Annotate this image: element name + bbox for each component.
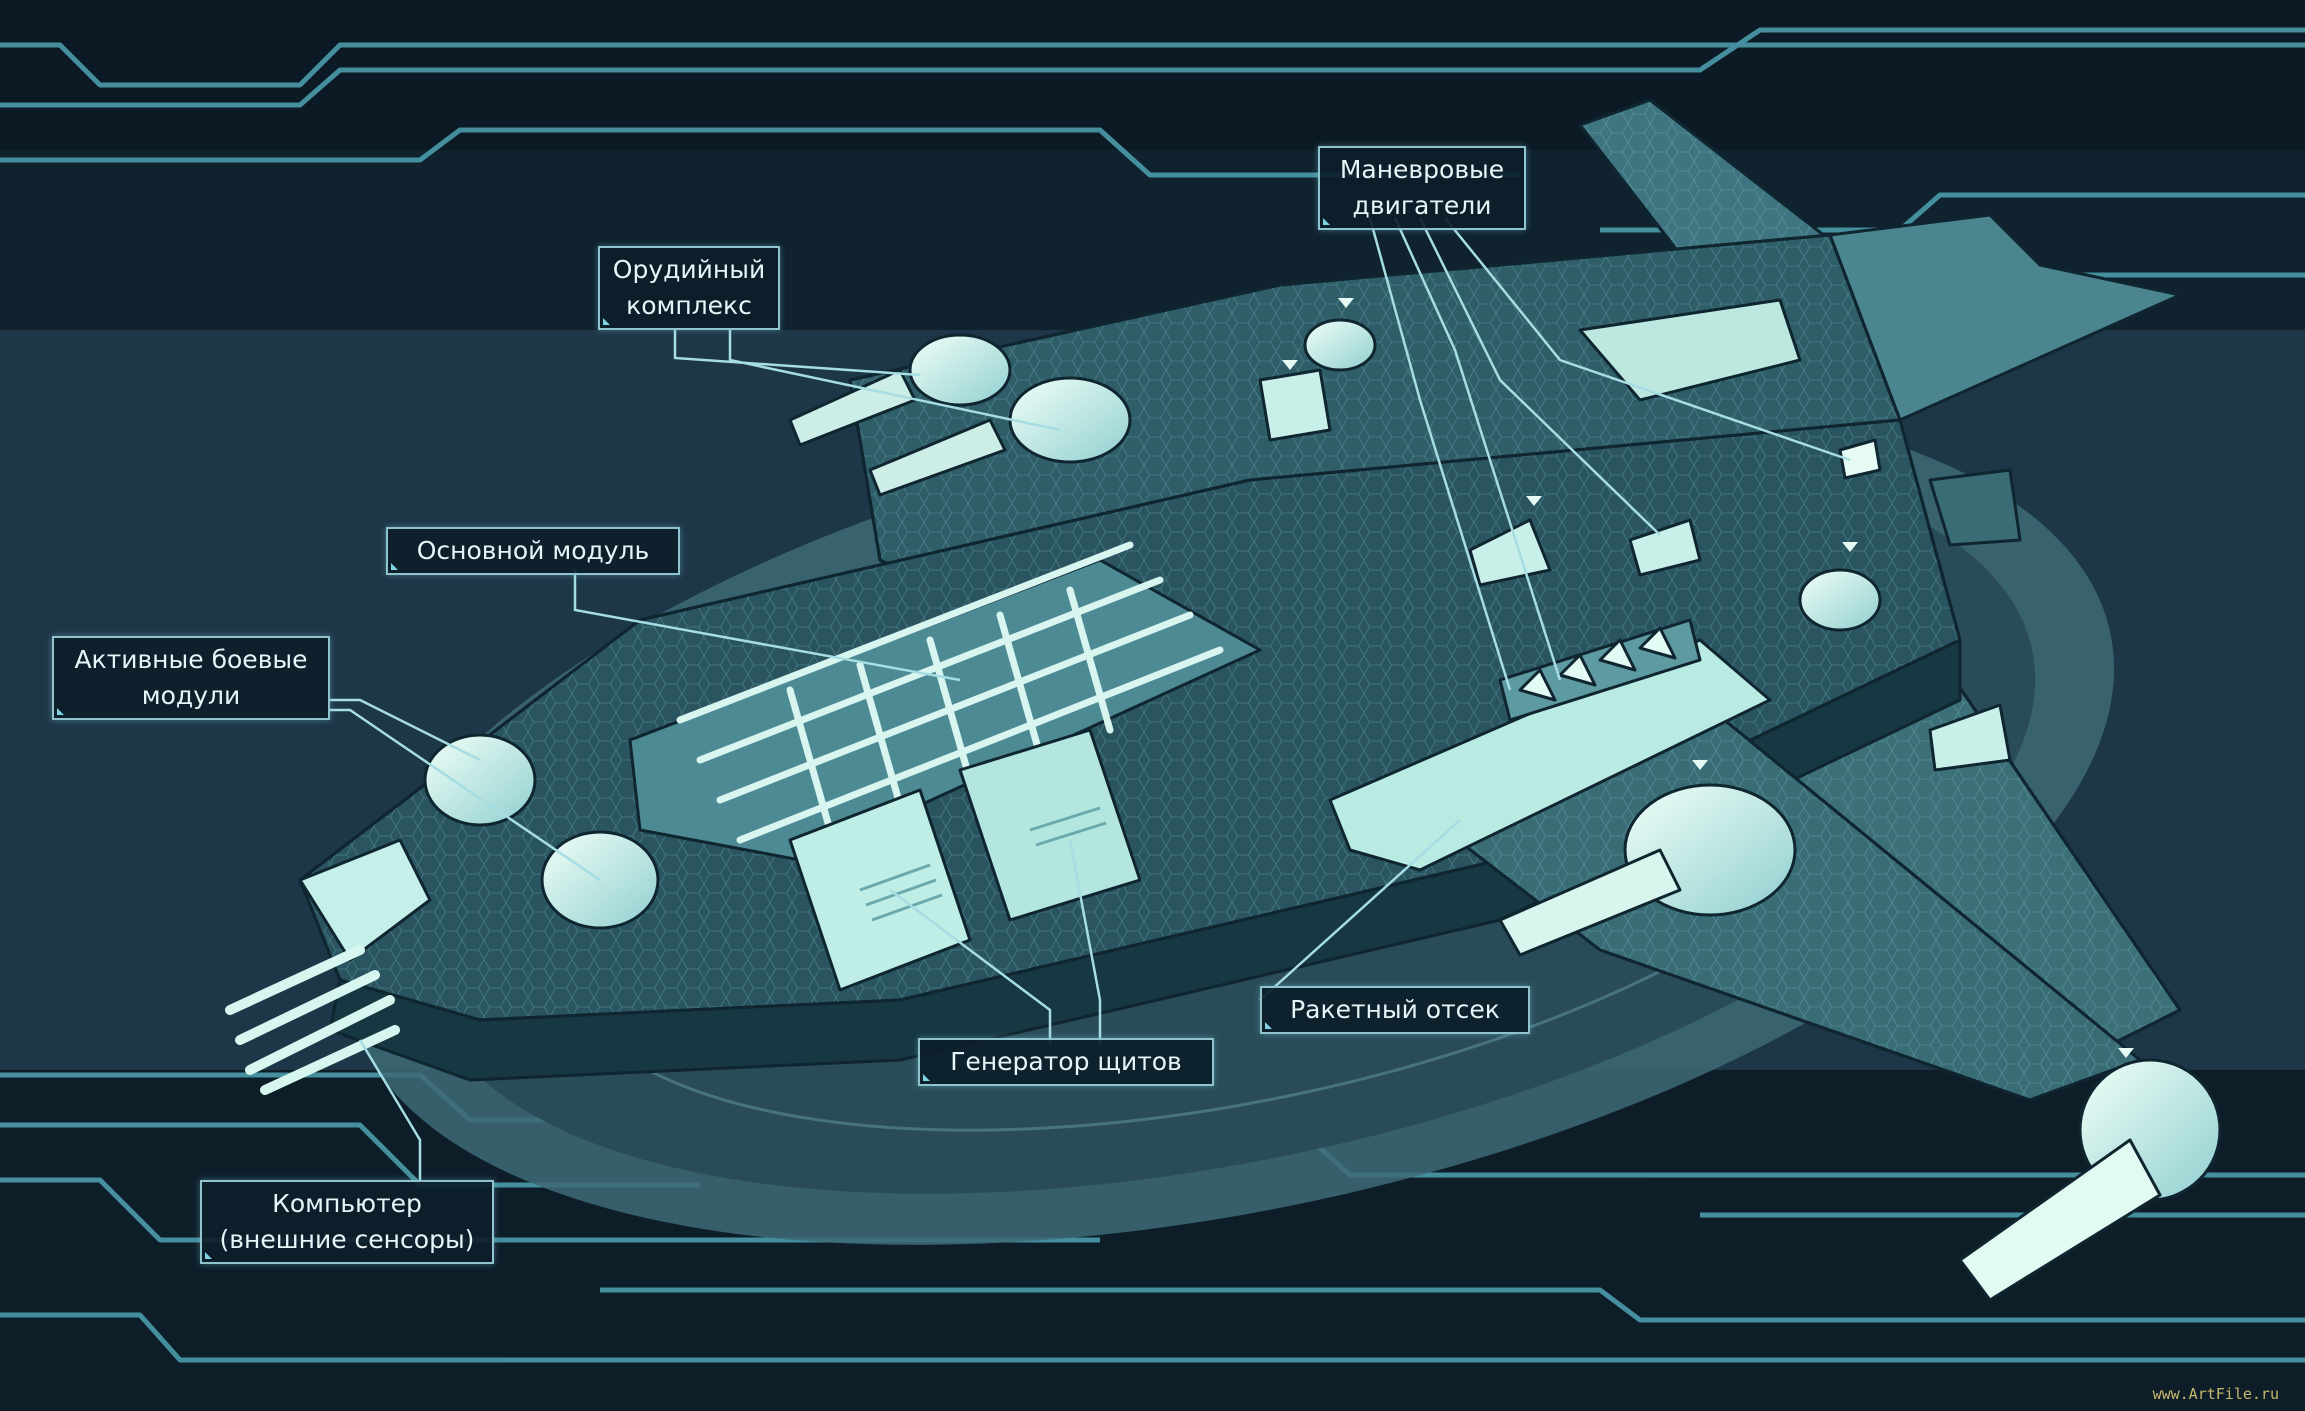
callout-main-module: Основной модуль: [386, 527, 680, 575]
corner-marker: [1265, 1022, 1272, 1029]
callout-maneuver-engines-line2: двигатели: [1352, 191, 1492, 220]
corner-marker: [391, 563, 398, 570]
callout-computer: Компьютер (внешние сенсоры): [200, 1180, 494, 1264]
callout-computer-line2: (внешние сенсоры): [219, 1225, 475, 1254]
leader-lines: [330, 217, 1851, 1180]
callout-maneuver-engines: Маневровые двигатели: [1318, 146, 1526, 230]
watermark: www.ArtFile.ru: [2152, 1385, 2279, 1403]
callout-missile-bay-line1: Ракетный отсек: [1290, 995, 1500, 1024]
callout-weapon-complex-line1: Орудийный: [612, 255, 766, 284]
callout-weapon-complex: Орудийный комплекс: [598, 246, 780, 330]
callout-active-combat-modules-line2: модули: [141, 681, 241, 710]
corner-marker: [1323, 218, 1330, 225]
callout-shield-generator: Генератор щитов: [918, 1038, 1214, 1086]
callout-weapon-complex-line2: комплекс: [626, 291, 752, 320]
callout-active-combat-modules: Активные боевые модули: [52, 636, 330, 720]
corner-marker: [603, 318, 610, 325]
callout-maneuver-engines-line1: Маневровые: [1339, 155, 1505, 184]
callout-main-module-line1: Основной модуль: [416, 536, 650, 565]
spaceship: [225, 98, 2222, 1302]
callout-computer-line1: Компьютер: [272, 1189, 422, 1218]
corner-marker: [57, 708, 64, 715]
corner-marker: [923, 1074, 930, 1081]
callout-missile-bay: Ракетный отсек: [1260, 986, 1530, 1034]
corner-marker: [205, 1252, 212, 1259]
callout-shield-generator-line1: Генератор щитов: [950, 1047, 1182, 1076]
callout-active-combat-modules-line1: Активные боевые: [74, 645, 308, 674]
